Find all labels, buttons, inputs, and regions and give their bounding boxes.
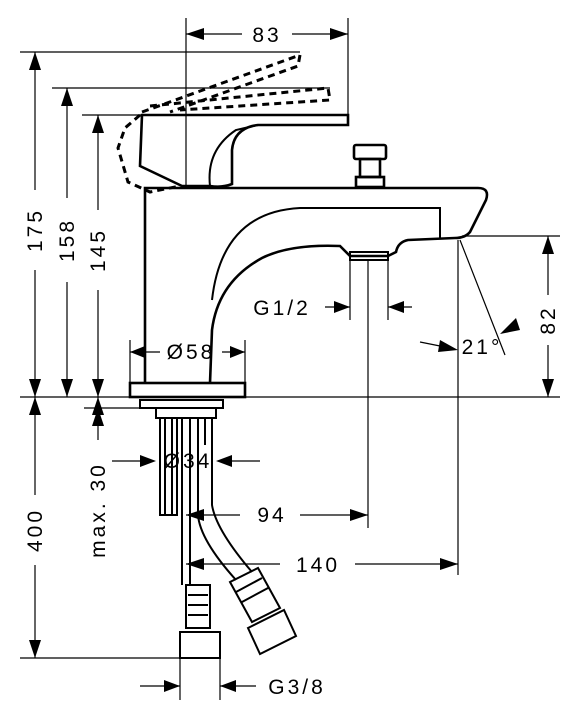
lever-handle	[138, 113, 350, 188]
dim-label-g12: G1/2	[253, 297, 311, 320]
dim-label-diameter-34: Ø34	[164, 450, 213, 473]
handle-dashed-mid	[149, 86, 332, 112]
threaded-rod	[159, 418, 178, 516]
hose-crimp-left	[185, 584, 211, 629]
diverter-knob	[352, 143, 388, 189]
dim-label-max-30: max. 30	[87, 462, 110, 558]
spout-inner	[211, 207, 441, 301]
dim-label-diameter-58: Ø58	[167, 341, 216, 364]
dim-label-angle-21: 21°	[462, 336, 503, 359]
shank-top	[155, 407, 217, 419]
dim-label-140: 140	[296, 554, 340, 577]
dim-label-83: 83	[252, 24, 281, 47]
handle-inner	[208, 124, 259, 187]
dim-label-158: 158	[56, 218, 79, 262]
dim-label-82: 82	[537, 305, 560, 334]
handle-dashed-side	[116, 113, 181, 194]
dim-label-145: 145	[87, 228, 110, 272]
hose-nut-right	[246, 608, 298, 656]
handle-dashed-up	[141, 52, 302, 114]
hose-crimp-right	[228, 566, 282, 624]
dimension-lines	[20, 18, 560, 700]
hose-nut-left	[179, 631, 221, 659]
shank-nut	[139, 399, 224, 409]
dim-label-400: 400	[24, 508, 47, 552]
base-plate	[128, 381, 247, 399]
faucet-body	[116, 52, 489, 659]
dim-label-g38: G3/8	[268, 676, 326, 699]
dim-label-175: 175	[24, 208, 47, 252]
body-outline	[143, 186, 489, 384]
supply-pipes	[181, 418, 213, 585]
aerator	[349, 251, 389, 261]
dim-label-94: 94	[257, 504, 286, 527]
